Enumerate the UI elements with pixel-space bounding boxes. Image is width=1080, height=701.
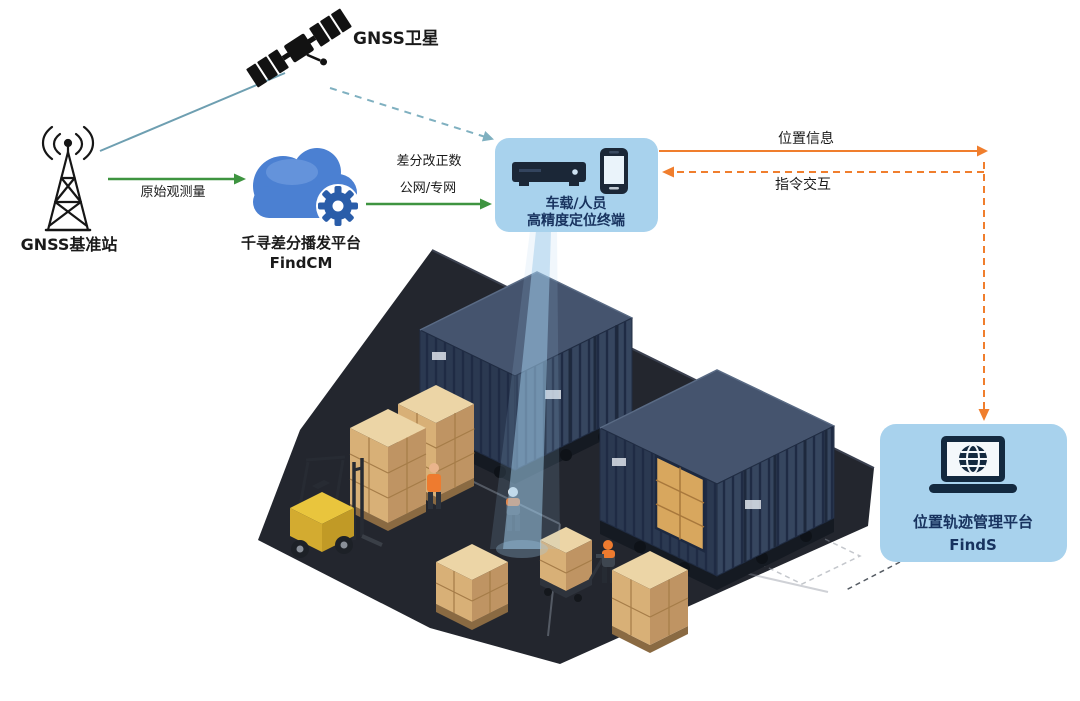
finds-link-vertical [978, 162, 990, 421]
command-arrow [662, 166, 984, 178]
terminal-label-line2: 高精度定位终端 [527, 213, 625, 229]
pallet-stack-a [349, 409, 427, 531]
position-info-arrow [659, 145, 988, 157]
satellite-icon [246, 8, 352, 88]
correction-label-line1: 差分改正数 [396, 154, 462, 169]
raw-observation-label: 原始观测量 [140, 185, 206, 200]
command-label: 指令交互 [775, 177, 831, 193]
gear-icon [316, 184, 360, 228]
base-station-label: GNSS基准站 [20, 235, 118, 254]
pallet-stack-center [435, 544, 509, 630]
pallet-stack-right [611, 551, 689, 653]
raw-observation-arrow [108, 173, 246, 185]
correction-label-line2: 公网/专网 [399, 181, 457, 196]
satellite-to-terminal-link [329, 87, 494, 142]
cloud-product-label: FindCM [269, 254, 333, 272]
gnss-receiver-icon [512, 162, 586, 186]
smartphone-icon [600, 148, 628, 194]
terminal-panel [495, 138, 658, 232]
satellite-to-base-link [99, 72, 286, 152]
forklift [290, 455, 383, 558]
laptop-globe-icon [929, 436, 1017, 493]
worker-1 [427, 463, 441, 509]
container-2 [598, 369, 836, 590]
radio-tower-icon [41, 125, 95, 232]
finds-panel [880, 424, 1067, 562]
position-info-label: 位置信息 [778, 131, 834, 147]
cloud-gear-icon [253, 148, 360, 228]
finds-label-line2: FindS [949, 536, 997, 554]
warehouse-scene [258, 249, 875, 664]
positioning-beam [490, 231, 560, 558]
finds-label-line1: 位置轨迹管理平台 [912, 513, 1034, 531]
pallet-jack [539, 527, 606, 602]
correction-arrow [366, 198, 492, 210]
finds-to-yard-link [845, 561, 901, 591]
satellite-label: GNSS卫星 [353, 29, 439, 49]
open-cargo [654, 454, 706, 553]
cloud-platform-label: 千寻差分播发平台 [240, 234, 362, 252]
terminal-label-line1: 车载/人员 [545, 196, 607, 212]
